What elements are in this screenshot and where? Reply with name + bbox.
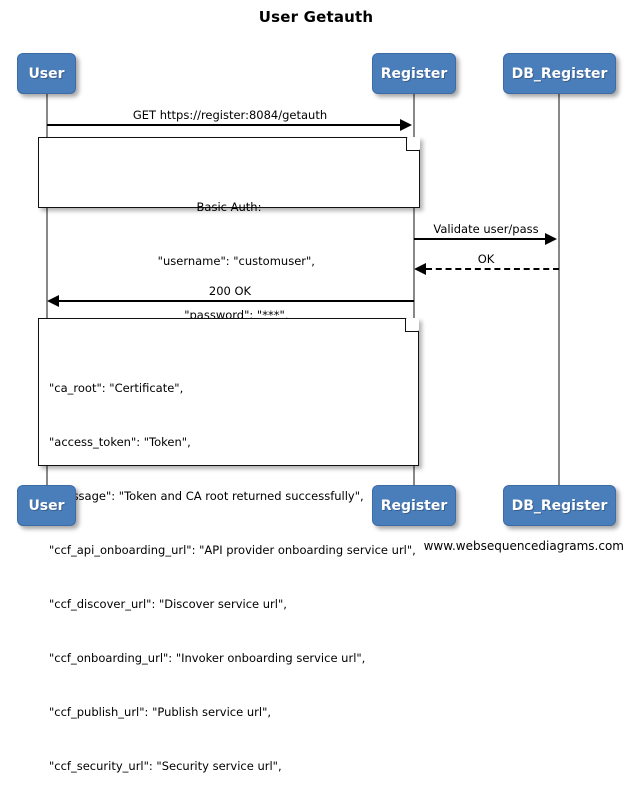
note-line: Basic Auth: <box>196 200 262 214</box>
participant-label: Register <box>380 65 448 82</box>
arrow-head-right <box>545 233 557 245</box>
note-line: "ccf_api_onboarding_url": "API provider … <box>49 543 416 557</box>
message-arrow-get-getauth <box>47 124 402 126</box>
message-label-ok: OK <box>477 252 495 266</box>
participant-db-register-bottom[interactable]: DB_Register <box>503 485 616 526</box>
lifeline-user <box>46 94 48 486</box>
note-response-body: "ca_root": "Certificate", "access_token"… <box>38 318 419 773</box>
participant-label: DB_Register <box>511 65 608 82</box>
message-label-200-ok: 200 OK <box>208 284 252 298</box>
note-line: "ca_root": "Certificate", <box>49 381 184 395</box>
participant-db-register-top[interactable]: DB_Register <box>503 53 616 94</box>
lifeline-register <box>413 94 415 486</box>
participant-label: User <box>28 65 65 82</box>
note-fold-icon <box>405 318 419 332</box>
page-title: User Getauth <box>258 8 374 26</box>
note-line: "username": "customuser", <box>143 254 315 268</box>
note-line: "ccf_onboarding_url": "Invoker onboardin… <box>49 651 366 665</box>
note-line: "access_token": "Token", <box>49 435 191 449</box>
note-basic-auth: Basic Auth: "username": "customuser", "p… <box>38 137 420 322</box>
message-arrow-ok <box>426 268 559 270</box>
lifeline-db-register <box>558 94 560 486</box>
participant-user-top[interactable]: User <box>17 53 76 94</box>
message-label-validate-user-pass: Validate user/pass <box>433 222 539 236</box>
message-label-get-getauth: GET https://register:8084/getauth <box>132 108 328 122</box>
arrow-head-left <box>47 295 59 307</box>
arrow-head-left <box>414 263 426 275</box>
note-line: "ccf_discover_url": "Discover service ur… <box>49 597 287 611</box>
participant-register-top[interactable]: Register <box>372 53 456 94</box>
participant-label: User <box>28 497 65 514</box>
participant-label: Register <box>380 497 448 514</box>
note-fold-icon <box>406 137 420 151</box>
note-line: "ccf_publish_url": "Publish service url"… <box>49 705 272 719</box>
note-line: "message": "Token and CA root returned s… <box>49 489 364 503</box>
note-line: "ccf_security_url": "Security service ur… <box>49 759 282 773</box>
arrow-head-right <box>400 119 412 131</box>
participant-user-bottom[interactable]: User <box>17 485 76 526</box>
participant-label: DB_Register <box>511 497 608 514</box>
participant-register-bottom[interactable]: Register <box>372 485 456 526</box>
message-arrow-validate-user-pass <box>414 238 547 240</box>
footer-watermark: www.websequencediagrams.com <box>423 539 624 553</box>
message-arrow-200-ok <box>59 300 414 302</box>
sequence-diagram-canvas: User Getauth User Register DB_Register G… <box>17 8 624 773</box>
